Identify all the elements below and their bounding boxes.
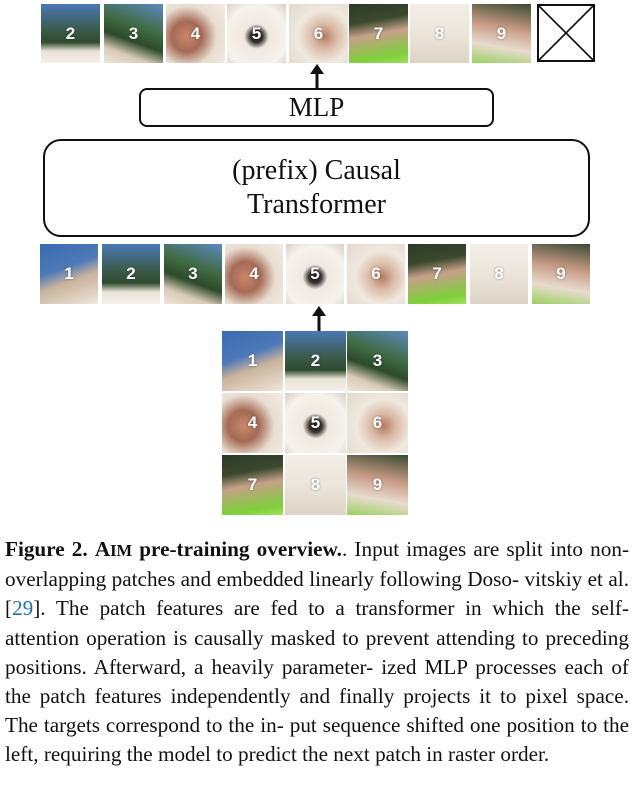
image-patch-2: 2 bbox=[102, 244, 160, 304]
patch-number: 7 bbox=[432, 264, 442, 283]
image-patch-8: 8 bbox=[470, 244, 528, 304]
image-patch-6: 6 bbox=[289, 4, 348, 63]
image-patch-2: 2 bbox=[41, 4, 100, 63]
patch-number: 4 bbox=[247, 413, 258, 432]
caption-body-part1: . Input images are split into non-overla… bbox=[5, 537, 630, 621]
arrow-up-icon bbox=[310, 64, 324, 89]
patch-number: 9 bbox=[496, 23, 507, 43]
patch-number: 3 bbox=[128, 23, 139, 43]
image-patch-4: 4 bbox=[222, 393, 283, 453]
image-patch-6: 6 bbox=[347, 393, 408, 453]
image-patch-5: 5 bbox=[227, 4, 286, 63]
patch-number: 6 bbox=[371, 264, 381, 283]
image-patch-5: 5 bbox=[285, 393, 346, 453]
patch-number: 2 bbox=[310, 351, 321, 370]
figure-caption: Figure 2. AIM pre-training overview.. In… bbox=[5, 535, 629, 770]
patch-number: 8 bbox=[494, 264, 504, 283]
transformer-label-line1: (prefix) Causal bbox=[232, 155, 401, 186]
image-patch-5: 5 bbox=[286, 244, 344, 304]
patch-number: 5 bbox=[251, 23, 262, 43]
image-patch-7: 7 bbox=[222, 455, 283, 515]
caption-title: AIM pre-training overview. bbox=[94, 537, 342, 561]
arrow-up-icon bbox=[312, 306, 326, 331]
patch-number: 5 bbox=[310, 264, 320, 283]
image-patch-1: 1 bbox=[40, 244, 98, 304]
image-patch-9: 9 bbox=[472, 4, 531, 63]
crossed-box-icon bbox=[537, 4, 595, 62]
causal-transformer-block: (prefix) Causal Transformer bbox=[43, 139, 590, 237]
image-patch-3: 3 bbox=[104, 4, 163, 63]
patch-number: 7 bbox=[373, 23, 384, 43]
patch-number: 1 bbox=[64, 264, 74, 283]
image-patch-7: 7 bbox=[349, 4, 408, 63]
image-patch-2: 2 bbox=[285, 331, 346, 391]
patch-number: 4 bbox=[190, 23, 201, 43]
image-patch-6: 6 bbox=[347, 244, 405, 304]
image-patch-8: 8 bbox=[285, 455, 346, 515]
patch-number: 6 bbox=[372, 413, 383, 432]
mlp-label: MLP bbox=[288, 92, 345, 122]
patch-number: 2 bbox=[65, 23, 76, 43]
citation-link[interactable]: 29 bbox=[12, 596, 34, 621]
image-patch-8: 8 bbox=[410, 4, 469, 63]
image-patch-4: 4 bbox=[225, 244, 283, 304]
patch-number: 3 bbox=[372, 351, 383, 370]
image-patch-4: 4 bbox=[166, 4, 225, 63]
image-patch-1: 1 bbox=[222, 331, 283, 391]
image-patch-3: 3 bbox=[164, 244, 222, 304]
patch-number: 7 bbox=[247, 475, 258, 494]
patch-number: 1 bbox=[247, 351, 258, 370]
patch-number: 9 bbox=[556, 264, 566, 283]
patch-number: 8 bbox=[310, 475, 321, 494]
patch-number: 3 bbox=[188, 264, 198, 283]
transformer-label-line2: Transformer bbox=[247, 189, 386, 220]
patch-number: 6 bbox=[313, 23, 324, 43]
patch-number: 2 bbox=[126, 264, 136, 283]
image-patch-9: 9 bbox=[532, 244, 590, 304]
caption-body-part2: ]. The patch features are fed to a trans… bbox=[5, 596, 629, 767]
caption-label: Figure 2. bbox=[5, 537, 88, 561]
image-patch-3: 3 bbox=[347, 331, 408, 391]
patch-number: 8 bbox=[434, 23, 445, 43]
mlp-block: MLP bbox=[139, 88, 494, 127]
patch-number: 9 bbox=[372, 475, 383, 494]
image-patch-7: 7 bbox=[408, 244, 466, 304]
patch-number: 5 bbox=[310, 413, 321, 432]
aim-figure: 2 3 4 5 6 7 8 9 MLP (prefix) Causal Transformer… bbox=[40, 4, 595, 515]
patch-number: 4 bbox=[249, 264, 259, 283]
image-patch-9: 9 bbox=[347, 455, 408, 515]
